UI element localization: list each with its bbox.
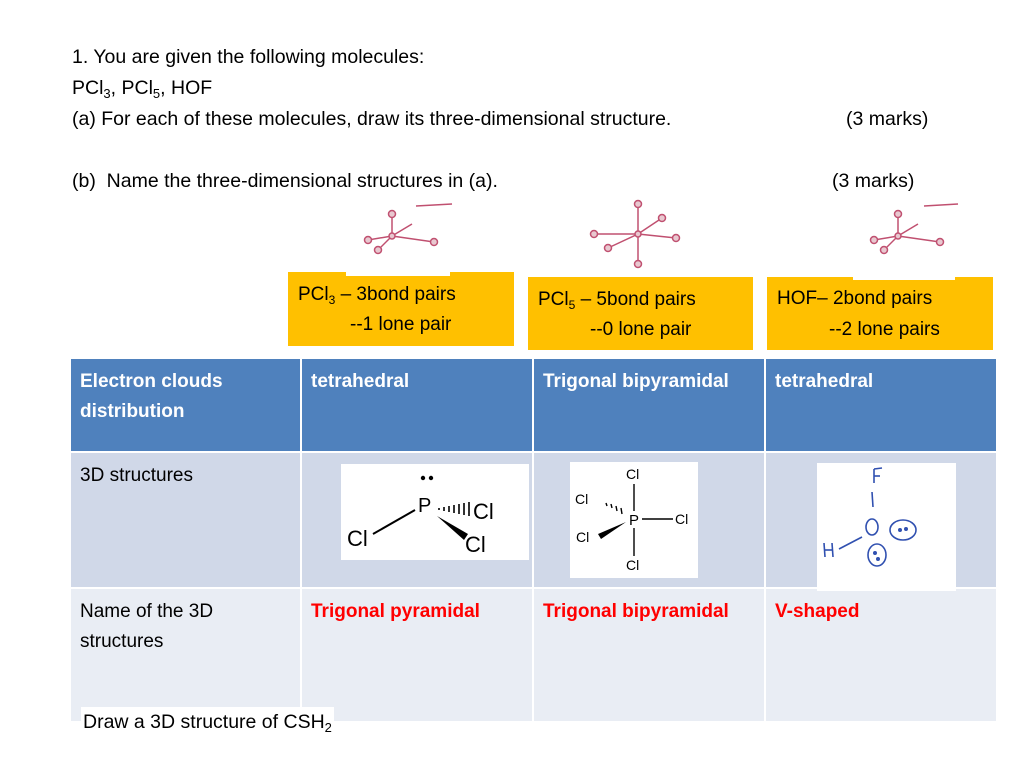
part-b-text: (b) Name the three-dimensional structure… <box>72 170 498 192</box>
names-label-cell: Name of the 3D structures <box>69 587 302 723</box>
svg-text:Cl: Cl <box>626 557 639 573</box>
pcl3-structure-image: P Cl Cl Cl <box>341 464 529 560</box>
part-a-marks: (3 marks) <box>846 108 929 130</box>
part-b-marks: (3 marks) <box>832 170 915 192</box>
svg-text:Cl: Cl <box>576 529 589 545</box>
hof-shape-name: V-shaped <box>764 587 998 723</box>
pcl5-shape-name: Trigonal bipyramidal <box>532 587 766 723</box>
molecule-list: PCl3, PCl5, HOF <box>72 77 213 101</box>
header-col-pcl5: Trigonal bipyramidal <box>532 357 766 453</box>
header-col-pcl3: tetrahedral <box>300 357 534 453</box>
svg-text:Cl: Cl <box>675 511 688 527</box>
pcl3-shape-name: Trigonal pyramidal <box>300 587 534 723</box>
pcl3-ball-stick-model <box>363 203 453 255</box>
footer-prompt: Draw a 3D structure of CSH2 <box>81 707 334 737</box>
svg-text:Cl: Cl <box>465 532 486 557</box>
svg-text:Cl: Cl <box>626 466 639 482</box>
svg-text:Cl: Cl <box>347 526 368 551</box>
names-row: Name of the 3D structures Trigonal pyram… <box>69 587 998 723</box>
pcl5-structure-image: Cl Cl P Cl Cl Cl <box>570 462 698 578</box>
hof-pair-box: HOF– 2bond pairs --2 lone pairs <box>767 277 993 350</box>
question-line-1: 1. You are given the following molecules… <box>72 46 425 68</box>
structures-label-cell: 3D structures <box>69 451 302 589</box>
pcl5-ball-stick-model <box>589 199 681 269</box>
pcl3-pair-box: PCl3 – 3bond pairs --1 lone pair <box>288 272 514 346</box>
svg-text:P: P <box>629 512 639 529</box>
header-label-cell: Electron clouds distribution <box>69 357 302 453</box>
svg-text:F: F <box>817 463 818 464</box>
svg-text:P: P <box>418 495 431 517</box>
svg-text:Cl: Cl <box>473 499 494 524</box>
hof-ball-stick-model <box>869 203 959 255</box>
part-a-text: (a) For each of these molecules, draw it… <box>72 108 672 130</box>
header-col-hof: tetrahedral <box>764 357 998 453</box>
svg-text:Cl: Cl <box>575 491 588 507</box>
header-row: Electron clouds distribution tetrahedral… <box>69 357 998 453</box>
hof-structure-image: F <box>817 463 956 591</box>
pcl5-pair-box: PCl5 – 5bond pairs --0 lone pair <box>528 277 753 350</box>
